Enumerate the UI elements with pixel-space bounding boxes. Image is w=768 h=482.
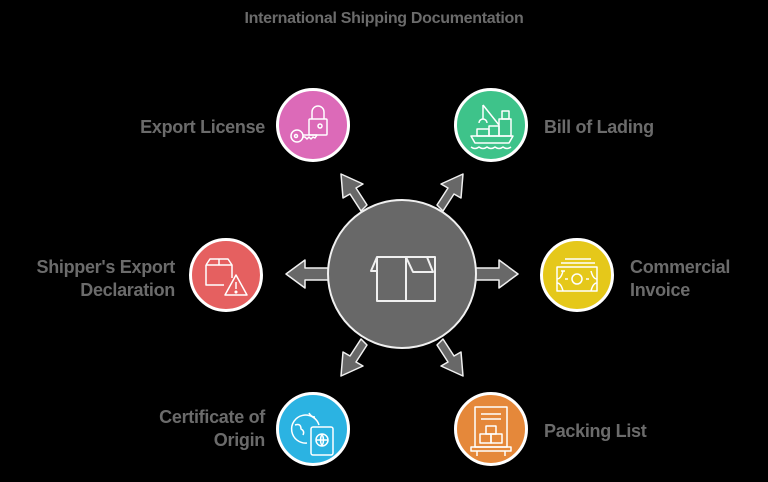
label-line-2: Origin [213, 430, 266, 450]
arrow-down-right [436, 338, 464, 377]
node-packing-list[interactable] [454, 392, 528, 466]
cargo-ship-icon [470, 104, 514, 150]
label-line-1: Certificate of [159, 407, 265, 427]
center-hub [327, 199, 477, 349]
diagram-title: International Shipping Documentation [244, 10, 524, 27]
arrow-left [285, 259, 331, 289]
box-warning-icon [205, 258, 248, 296]
arrow-down-left [340, 338, 368, 377]
label-certificate-of-origin: Certificate of Origin [100, 406, 265, 452]
arrow-up-left [340, 173, 368, 212]
label-export-license: Export License [140, 117, 265, 137]
node-certificate-of-origin[interactable] [276, 392, 350, 466]
lock-key-icon [290, 105, 328, 143]
node-export-license[interactable] [276, 88, 350, 162]
banknotes-icon [556, 258, 598, 292]
label-line-2: Invoice [630, 280, 690, 300]
globe-passport-icon [290, 412, 334, 456]
label-commercial-invoice: Commercial Invoice [630, 256, 730, 302]
arrow-up-right [436, 173, 464, 212]
label-shippers-export-declaration: Shipper's Export Declaration [10, 256, 175, 302]
label-line-2: Declaration [80, 280, 175, 300]
label-line-1: Shipper's Export [36, 257, 175, 277]
node-bill-of-lading[interactable] [454, 88, 528, 162]
label-line-1: Commercial [630, 257, 731, 277]
label-packing-list: Packing List [544, 421, 647, 441]
node-commercial-invoice[interactable] [540, 238, 614, 312]
truck-boxes-icon [470, 406, 512, 456]
node-shippers-export-declaration[interactable] [189, 238, 263, 312]
open-box-icon [370, 256, 436, 302]
label-bill-of-lading: Bill of Lading [544, 117, 654, 137]
arrow-right [473, 259, 519, 289]
